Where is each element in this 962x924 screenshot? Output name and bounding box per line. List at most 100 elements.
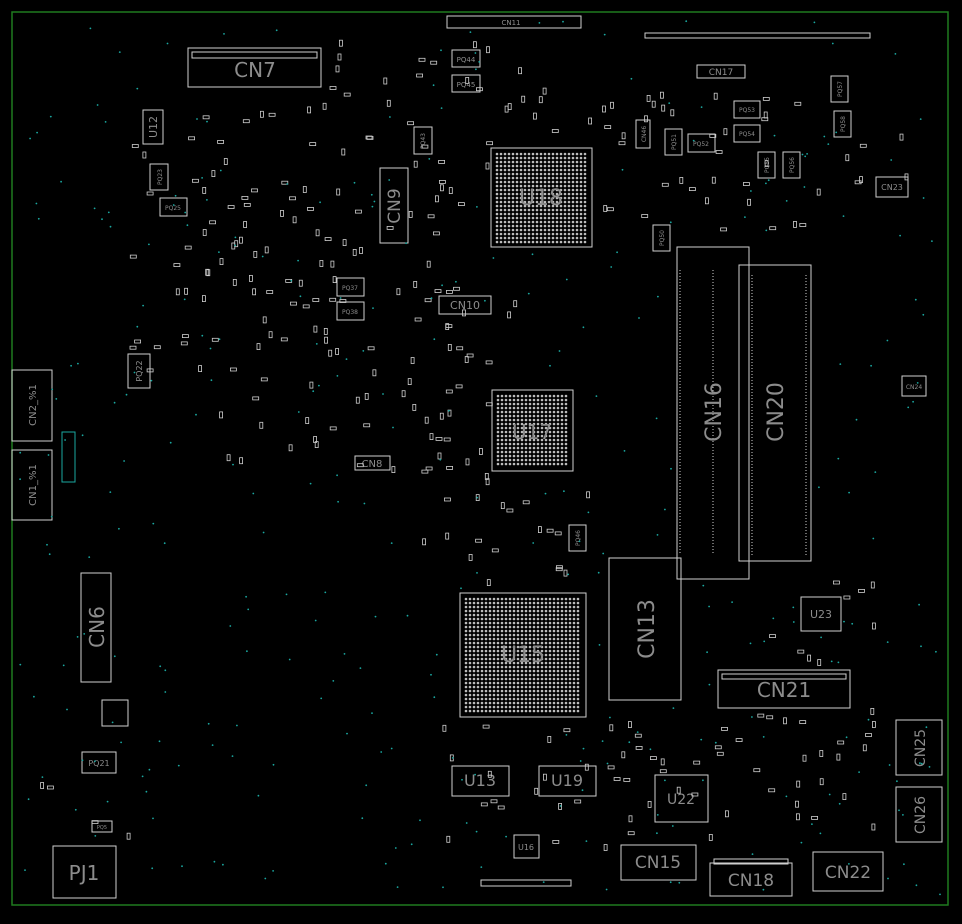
bga-ball — [576, 625, 580, 629]
passive-components — [40, 39, 909, 851]
via — [245, 595, 248, 598]
bga-ball — [547, 196, 551, 200]
bga-ball — [496, 426, 500, 430]
bga-ball — [523, 176, 527, 180]
bga-ball — [544, 637, 548, 641]
via — [94, 760, 96, 763]
bga-ball — [511, 200, 515, 204]
bga-ball — [508, 402, 512, 406]
bga-ball — [567, 216, 571, 220]
bga-ball — [532, 633, 536, 637]
bga-ball — [500, 406, 504, 410]
bga-ball — [516, 665, 520, 669]
bga-ball — [552, 709, 556, 713]
bga-ball — [528, 450, 532, 454]
bga-ball — [512, 641, 516, 645]
bga-ball — [548, 661, 552, 665]
passive-part — [534, 787, 539, 795]
bga-ball — [560, 665, 564, 669]
bga-ball — [568, 665, 572, 669]
bga-ball — [568, 681, 572, 685]
bga-ball — [576, 621, 580, 625]
cn9-label: CN9 — [385, 188, 405, 223]
bga-ball — [464, 641, 468, 645]
passive-part — [659, 769, 667, 774]
bga-ball — [551, 212, 555, 216]
bga-ball — [508, 617, 512, 621]
bga-ball — [508, 661, 512, 665]
bga-ball — [547, 164, 551, 168]
bga-ball — [556, 641, 560, 645]
bga-ball — [527, 152, 531, 156]
bga-ball — [468, 657, 472, 661]
via — [581, 789, 584, 792]
bga-ball — [488, 665, 492, 669]
bga-ball — [575, 220, 579, 224]
bga-ball — [560, 454, 564, 458]
bga-ball — [515, 224, 519, 228]
bga-ball — [556, 438, 560, 442]
bga-ball — [480, 629, 484, 633]
bga-ball — [571, 224, 575, 228]
bga-ball — [500, 657, 504, 661]
u13-chip: U13 — [451, 765, 510, 797]
bga-ball — [571, 172, 575, 176]
bga-ball — [536, 422, 540, 426]
via — [538, 22, 541, 24]
bga-ball — [516, 414, 520, 418]
passive-part — [262, 316, 267, 324]
bga-ball — [583, 156, 587, 160]
bga-ball — [480, 697, 484, 701]
bga-ball — [576, 649, 580, 653]
bga-ball — [488, 709, 492, 713]
bga-ball — [496, 709, 500, 713]
bga-ball — [576, 709, 580, 713]
bga-ball — [512, 697, 516, 701]
via — [700, 106, 703, 108]
bga-ball — [516, 613, 520, 617]
bga-ball — [544, 653, 548, 657]
bga-ball — [495, 164, 499, 168]
bga-ball — [528, 697, 532, 701]
bga-ball — [531, 188, 535, 192]
via — [50, 515, 53, 518]
bga-ball — [531, 160, 535, 164]
bga-ball — [548, 438, 552, 442]
bga-ball — [520, 410, 524, 414]
bga-ball — [532, 454, 536, 458]
passive-part — [445, 289, 453, 294]
bga-ball — [555, 208, 559, 212]
bga-ball — [507, 156, 511, 160]
bga-ball — [552, 617, 556, 621]
bga-ball — [548, 454, 552, 458]
u19-chip: U19 — [538, 765, 597, 797]
bga-ball — [551, 224, 555, 228]
bga-ball — [524, 454, 528, 458]
via — [430, 673, 432, 676]
passive-part — [252, 288, 257, 296]
bga-ball — [512, 398, 516, 402]
via — [433, 696, 436, 699]
via — [442, 886, 444, 889]
bga-ball — [540, 665, 544, 669]
bga-ball — [556, 418, 560, 422]
bga-ball — [516, 430, 520, 434]
u22-label: U22 — [667, 792, 695, 808]
bga-ball — [468, 705, 472, 709]
passive-part — [899, 133, 904, 141]
bga-ball — [535, 216, 539, 220]
bga-ball — [484, 693, 488, 697]
bga-ball — [507, 208, 511, 212]
bga-ball — [503, 156, 507, 160]
bga-ball — [512, 649, 516, 653]
bga-ball — [524, 406, 528, 410]
passive-part — [280, 337, 288, 342]
via — [649, 748, 652, 751]
bga-ball — [540, 617, 544, 621]
bga-ball — [524, 410, 528, 414]
bga-ball — [563, 192, 567, 196]
bga-ball — [492, 613, 496, 617]
bga-ball — [579, 156, 583, 160]
bga-ball — [468, 621, 472, 625]
bga-ball — [516, 629, 520, 633]
